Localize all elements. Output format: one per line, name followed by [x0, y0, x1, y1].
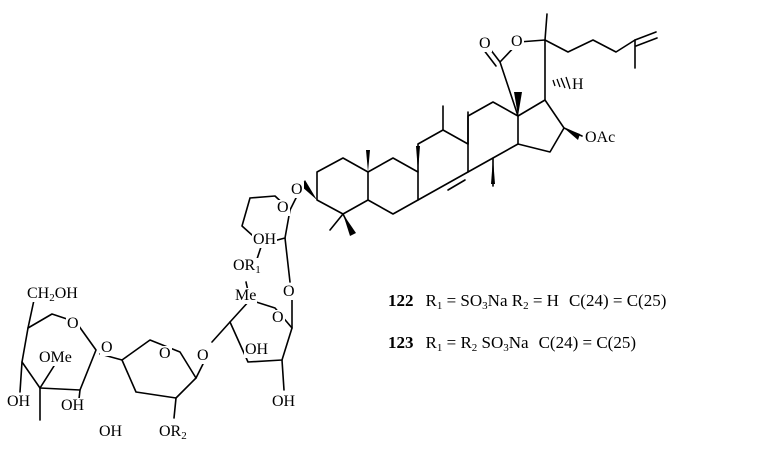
wedge-oac — [564, 128, 580, 140]
xylose2-or2-group: OR2 — [158, 423, 188, 442]
glucose-hydroxyl-bottom: OH — [98, 423, 124, 440]
xylose2-link-oxygen: O — [100, 339, 114, 356]
glucose-hydroxyl-mid: OH — [60, 397, 86, 414]
interglycosidic-oxygen-1: O — [282, 283, 296, 300]
glucose-ch2oh-group: CH2OH — [26, 285, 79, 304]
wedge-c4-methyl — [343, 214, 356, 236]
lactone-ring-oxygen: O — [510, 33, 524, 50]
xylose-or1-group: OR1 — [232, 257, 262, 276]
glucose-methoxy: OMe — [38, 349, 73, 366]
glucose-hydroxyl-left: OH — [6, 393, 32, 410]
xylose2-ring-oxygen: O — [158, 345, 172, 362]
quinovose-ring-oxygen: O — [271, 309, 285, 326]
compound-number: 122 — [388, 291, 414, 310]
wedge-c13 — [514, 92, 522, 116]
xylose-hydroxyl: OH — [252, 231, 278, 248]
compound-number: 123 — [388, 333, 414, 352]
wedge-c10-methyl — [416, 146, 420, 172]
quinovose-methyl: Me — [234, 287, 258, 304]
acetoxy-group: OAc — [584, 129, 617, 146]
wedge-c3-o — [301, 180, 317, 200]
glycosidic-oxygen-c3: O — [290, 181, 304, 198]
c17-hydrogen: H — [571, 76, 585, 93]
interglycosidic-oxygen-2: O — [196, 347, 210, 364]
glucose-ring-oxygen: O — [66, 315, 80, 332]
lactone-carbonyl-oxygen: O — [478, 35, 492, 52]
wedge-c19-methyl — [366, 150, 370, 172]
wedge-c14-methyl — [491, 158, 495, 184]
xylose-ring-oxygen: O — [276, 199, 290, 216]
quinovose-hydroxyl-inner: OH — [244, 341, 270, 358]
quinovose-hydroxyl-bottom: OH — [271, 393, 297, 410]
